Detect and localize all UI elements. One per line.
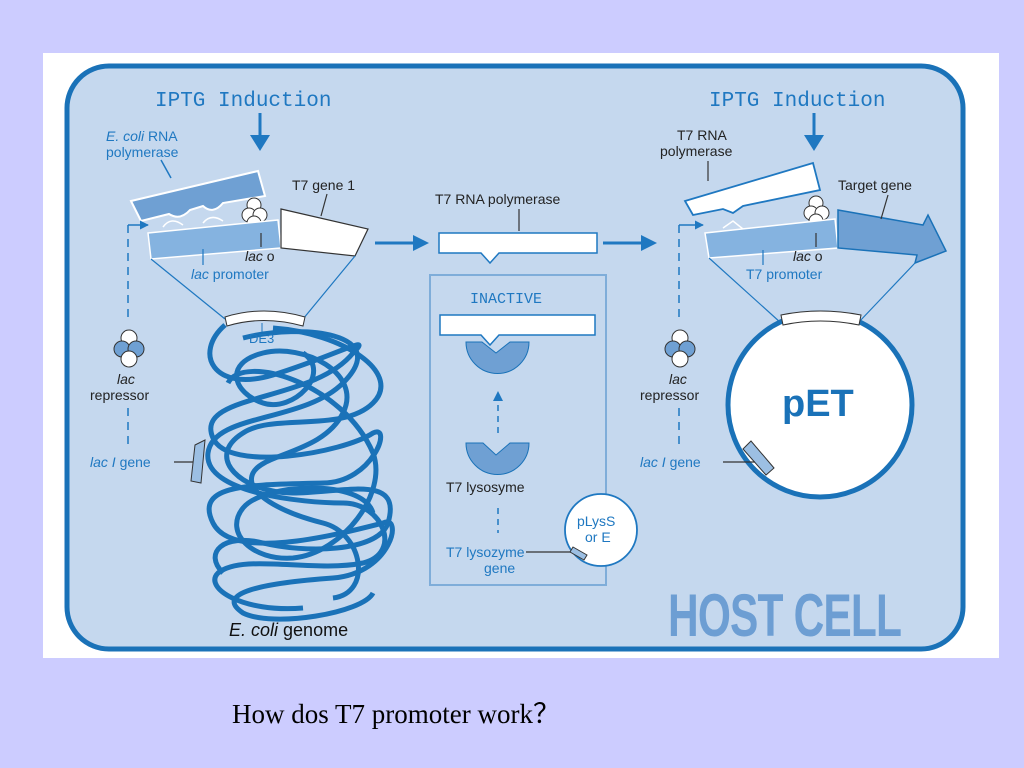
t7-lysosyme-label: T7 lysosyme (446, 479, 525, 495)
slide-caption: How dos T7 promoter work？ (232, 699, 560, 729)
lacI-gene-label-right: lac I gene (640, 454, 701, 470)
t7-lysozyme-gene-label-line2: gene (484, 560, 515, 576)
lac-repressor-free-icon-left (113, 329, 145, 368)
lac-operator-label-right: lac o (793, 248, 823, 264)
target-gene-arrow (837, 209, 948, 265)
lac-operator-label-left: lac o (245, 248, 275, 264)
lacI-gene-segment-left (190, 439, 206, 484)
t7-promoter-diagram: IPTG Induction E. coli RNA polymerase T7… (43, 53, 999, 658)
de3-segment (224, 310, 306, 327)
lac-repressor-label-left-line2: repressor (90, 387, 149, 403)
iptg-induction-label-right: IPTG Induction (709, 90, 885, 113)
t7-rna-polymerase-label: T7 RNA polymerase (435, 191, 560, 207)
inactive-label: INACTIVE (470, 291, 542, 308)
ecoli-rna-polymerase-shape (129, 169, 267, 223)
de3-label: DE3 (249, 331, 274, 346)
lysozyme-gene-segment (569, 546, 588, 561)
ecoli-genome-label: E. coli genome (229, 620, 348, 640)
lac-promoter-label: lac promoter (191, 266, 269, 282)
lacI-gene-label-left: lac I gene (90, 454, 151, 470)
bound-lysozyme-shape (465, 341, 530, 374)
lac-repressor-label-right-line2: repressor (640, 387, 699, 403)
t7-rna-polymerase-label-right-line1: T7 RNA (677, 127, 727, 143)
induction-arrow-right-icon (804, 113, 824, 151)
t7-lysozyme-gene-label-line1: T7 lysozyme (446, 544, 525, 560)
lacI-gene-segment-right (742, 440, 775, 476)
inactive-polymerase-shape (439, 314, 596, 347)
lac-repressor-label-right-line1: lac (669, 371, 687, 387)
inactive-box (429, 274, 607, 586)
plysS-label-line2: or E (585, 529, 611, 545)
t7-promoter-label: T7 promoter (746, 266, 823, 282)
inhibition-arrow-icon (493, 391, 503, 433)
plysS-plasmid-circle (564, 493, 638, 567)
ecoli-rna-polymerase-label-line2: polymerase (106, 144, 179, 160)
ecoli-genome-tangle (205, 323, 395, 622)
plysS-label-line1: pLysS (577, 513, 615, 529)
induction-arrow-left-icon (250, 113, 270, 151)
host-cell-label: HOST CELL (668, 583, 901, 650)
lac-repressor-label-left-line1: lac (117, 371, 135, 387)
middle-panel: T7 RNA polymerase INACTIVE T7 lysosyme T… (429, 191, 638, 586)
t7-gene1-label: T7 gene 1 (292, 177, 355, 193)
right-panel: IPTG Induction T7 RNA polymerase Target … (640, 90, 948, 500)
left-panel: IPTG Induction E. coli RNA polymerase T7… (90, 90, 395, 640)
ecoli-rna-polymerase-label: E. coli RNA (106, 128, 178, 144)
t7-rna-polymerase-shape-right (683, 161, 822, 217)
t7-rna-polymerase-shape (438, 232, 598, 265)
iptg-induction-label-left: IPTG Induction (155, 90, 331, 113)
t7-rna-polymerase-label-right-line2: polymerase (660, 143, 733, 159)
lac-repressor-free-icon-right (664, 329, 696, 368)
pet-insert-segment (780, 310, 862, 326)
target-gene-label: Target gene (838, 177, 912, 193)
pet-label: pET (782, 383, 854, 425)
t7-lysozyme-shape (465, 442, 530, 475)
middle-to-right-arrow-icon (603, 235, 657, 251)
left-to-middle-arrow-icon (375, 235, 429, 251)
